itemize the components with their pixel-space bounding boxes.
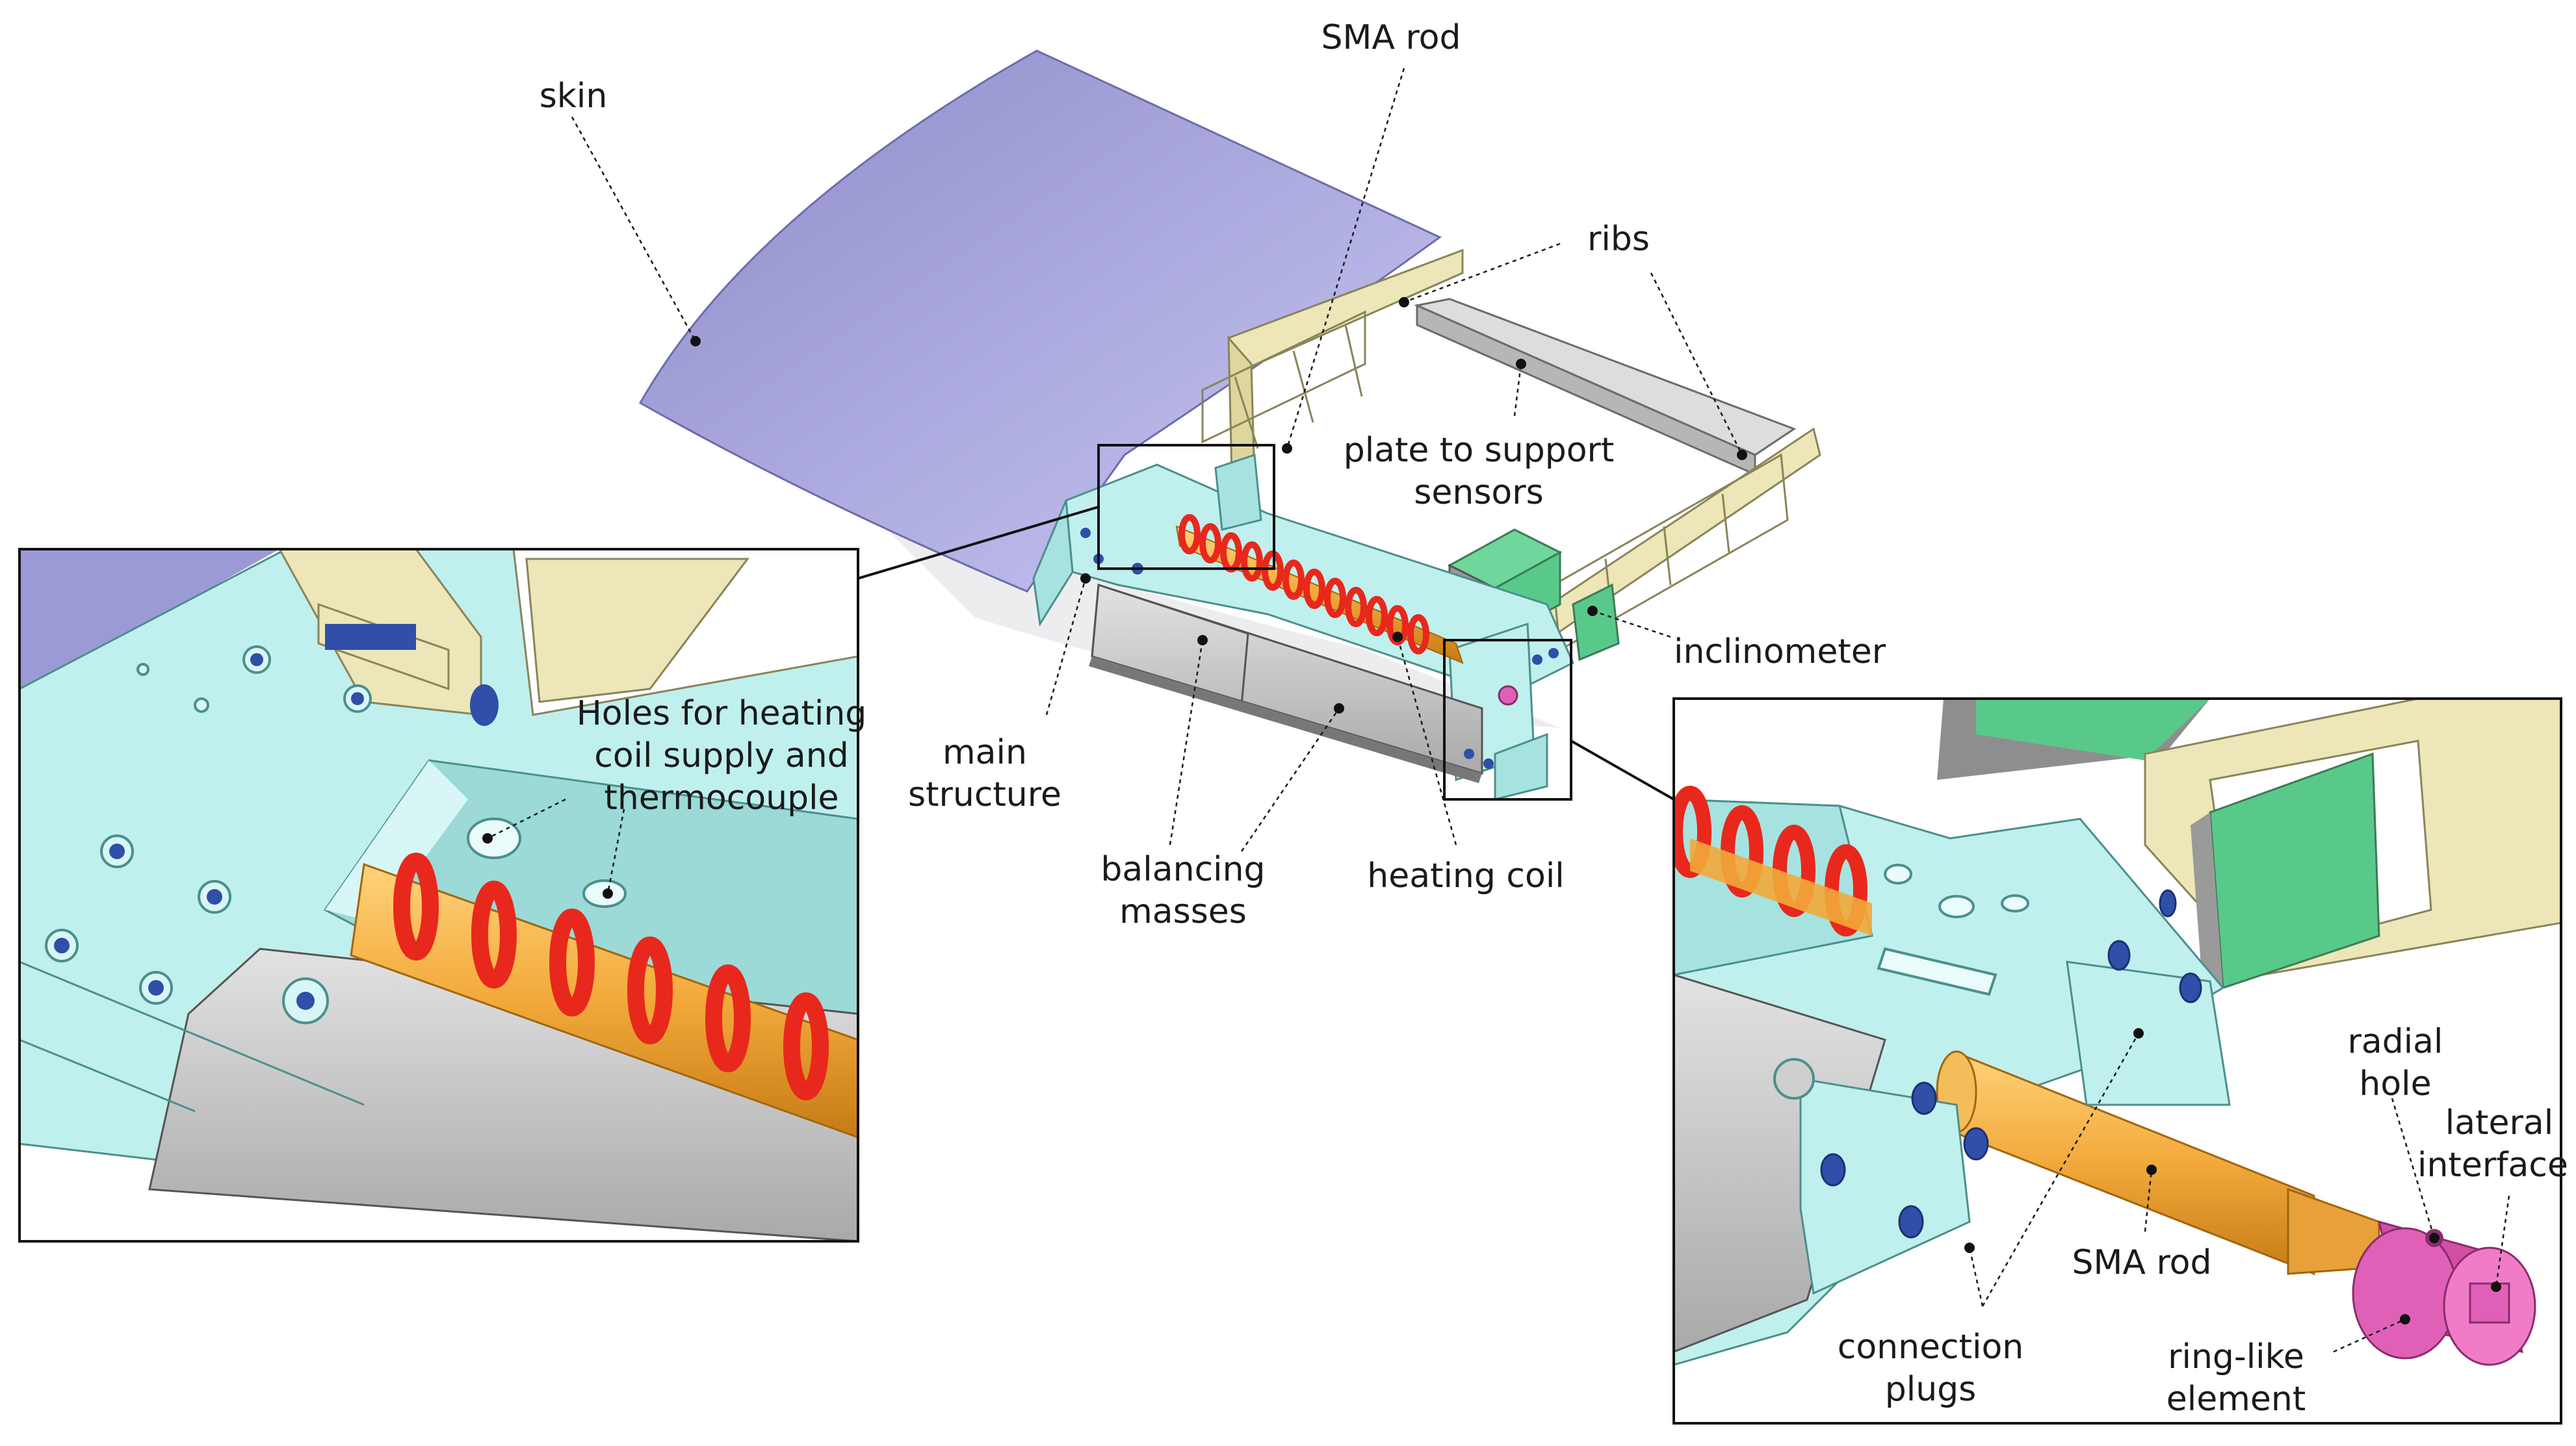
label-radial-line2: hole <box>2359 1065 2431 1104</box>
label-main-line1: main <box>943 733 1027 772</box>
label-skin: skin <box>540 77 608 116</box>
label-sma-rod-top: SMA rod <box>1321 18 1461 57</box>
ring-like-element-small <box>1498 685 1518 706</box>
inset-right-border <box>1672 697 2562 1425</box>
label-balancing-line1: balancing <box>1100 850 1265 889</box>
leader-lines <box>482 68 2510 1353</box>
label-main-line2: structure <box>908 775 1061 814</box>
label-lateral-line2: interface <box>2417 1146 2568 1185</box>
labels: skin SMA rod ribs plate to support senso… <box>540 18 2568 1419</box>
inset-right-mass <box>1674 974 1886 1353</box>
label-plugs-line1: connection <box>1838 1328 2024 1367</box>
heating-coil-main <box>1178 514 1429 654</box>
main-assembly <box>638 49 1821 801</box>
zoom-connector-left <box>857 506 1099 580</box>
label-balancing-line2: masses <box>1119 892 1247 931</box>
label-ring-line1: ring-like <box>2168 1337 2304 1376</box>
label-plate-line1: plate to support <box>1344 431 1615 470</box>
inset-left-border <box>18 548 859 1243</box>
zoom-connector-right <box>1570 740 1674 801</box>
label-plate-line2: sensors <box>1414 473 1543 512</box>
label-lateral-line1: lateral <box>2445 1104 2553 1143</box>
label-plugs-line2: plugs <box>1885 1370 1977 1409</box>
label-holes-line1: Holes for heating <box>577 694 867 733</box>
label-holes-line3: thermocouple <box>604 779 839 818</box>
inset-right-connection-plug-upper <box>2066 961 2231 1106</box>
detail-inset-left <box>18 548 859 1243</box>
label-ribs: ribs <box>1587 220 1650 259</box>
inset-right-holes <box>1773 864 2029 1100</box>
label-radial-line1: radial <box>2347 1022 2443 1061</box>
label-heating-coil: heating coil <box>1367 857 1564 896</box>
supply-hole <box>467 818 521 859</box>
label-sma-rod-inset: SMA rod <box>2072 1243 2211 1282</box>
label-holes-line2: coil supply and <box>594 736 848 775</box>
label-inclinometer: inclinometer <box>1674 632 1886 671</box>
zoom-frame-right <box>1443 639 1572 801</box>
balancing-masses <box>1089 583 1483 783</box>
inset-left-bolts <box>54 653 499 1010</box>
detail-inset-right <box>1672 697 2562 1425</box>
inset-right-bolts <box>1820 889 2202 1239</box>
label-ring-line2: element <box>2166 1380 2306 1419</box>
inset-left-heating-coil <box>393 853 829 1100</box>
